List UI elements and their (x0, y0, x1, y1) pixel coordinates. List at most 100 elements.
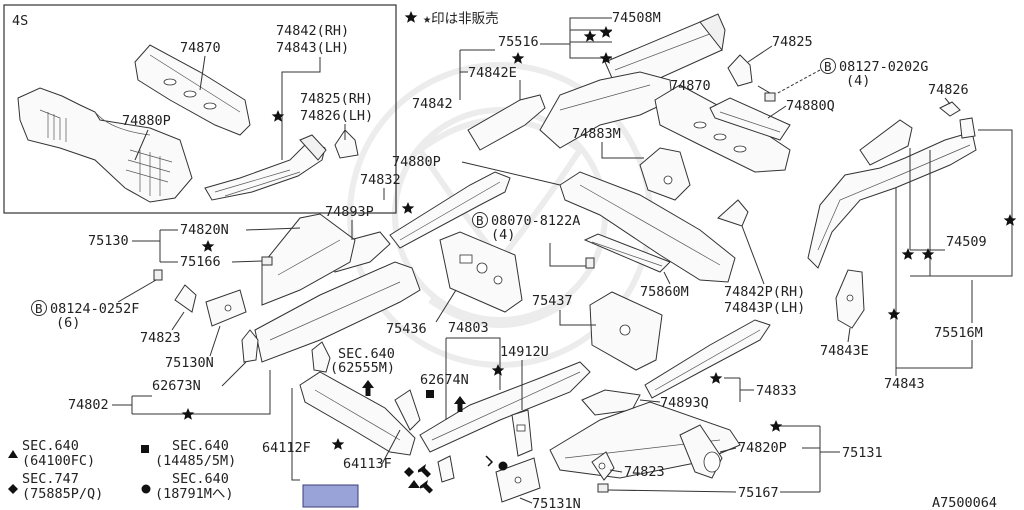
part-74802[interactable] (254, 261, 421, 363)
label-74893Q: 74893Q (660, 395, 709, 411)
part-74820P[interactable] (679, 424, 723, 479)
sec-640-label: SEC.640 (338, 346, 395, 362)
label-75516: 75516 (498, 34, 539, 50)
part-75436[interactable] (439, 231, 523, 313)
label-74825: 74825 (772, 34, 813, 50)
part-74833[interactable] (644, 319, 771, 399)
part-62555M[interactable] (311, 341, 331, 373)
arrow-up-icon (362, 380, 374, 396)
bolt-08124-0252F[interactable] (153, 269, 163, 281)
inset-part-74842[interactable] (204, 134, 327, 201)
label-62673N: 62673N (152, 378, 201, 394)
inset-part-74870[interactable] (134, 44, 251, 136)
part-74823-left[interactable] (174, 284, 197, 313)
legend-4-line2: (18791Mへ) (155, 486, 234, 502)
inset-part-74825[interactable] (334, 129, 359, 159)
bolt-qty-08124: (6) (56, 315, 80, 331)
arrow-down-left-icon (418, 464, 431, 478)
label-74803: 74803 (448, 320, 489, 336)
part-75437[interactable] (589, 291, 663, 371)
legend-1-line1: SEC.640 (22, 438, 79, 454)
label-inset-74843LH: 74843(LH) (276, 40, 349, 56)
bolt-code-08070: 08070-8122A (491, 213, 580, 229)
arrow-down-left-icon (420, 480, 433, 494)
part-75166[interactable] (261, 256, 273, 266)
part-75131N[interactable] (495, 457, 541, 503)
part-64112F[interactable] (299, 371, 416, 456)
label-74843P: 74843P(LH) (724, 300, 805, 316)
part-74509[interactable] (859, 119, 913, 166)
label-74802: 74802 (68, 397, 109, 413)
part-14912U[interactable] (511, 409, 533, 457)
part-74832[interactable] (389, 171, 511, 249)
part-75130N[interactable] (205, 289, 247, 327)
part-74825-main[interactable] (727, 54, 753, 87)
label-74823-left: 74823 (140, 330, 181, 346)
bolt-symbol: B (476, 213, 484, 228)
label-75437: 75437 (532, 293, 573, 309)
label-74843E: 74843E (820, 343, 869, 359)
bolt-qty-08070: (4) (491, 227, 515, 243)
part-74870-main[interactable] (654, 84, 791, 173)
label-74880Q: 74880Q (786, 98, 835, 114)
bolt-callout-08127-0202G[interactable]: B 08127-0202G (4) (775, 58, 928, 95)
part-74843E[interactable] (835, 269, 865, 329)
part-64113F[interactable] (394, 389, 421, 431)
legend-3-line1: SEC.747 (22, 471, 79, 487)
bolt-callout-08124-0252F[interactable]: B 08124-0252F (6) (31, 279, 157, 331)
bolt-qty-08127: (4) (846, 73, 870, 89)
label-74820N: 74820N (180, 222, 229, 238)
bolt-code-08127: 08127-0202G (839, 59, 928, 75)
legend-circle-icon (141, 484, 151, 494)
part-75516M[interactable] (807, 131, 977, 269)
part-74823-right[interactable] (591, 451, 615, 481)
label-74843: 74843 (884, 376, 925, 392)
label-74833: 74833 (756, 383, 797, 399)
bolt-code-08124: 08124-0252F (50, 301, 139, 317)
label-75436: 75436 (386, 321, 427, 337)
label-75860M: 75860M (640, 284, 689, 300)
label-74842E: 74842E (468, 65, 517, 81)
bolt-08127-0202G[interactable] (757, 85, 776, 102)
part-75167[interactable] (597, 483, 609, 493)
label-75131N: 75131N (532, 496, 581, 510)
part-74842P[interactable] (717, 199, 749, 227)
label-75130: 75130 (88, 233, 129, 249)
label-62674N: 62674N (420, 372, 469, 388)
legend-triangle-icon (8, 450, 18, 458)
part-74820N[interactable] (261, 213, 356, 306)
inset-part-74880P[interactable] (17, 87, 193, 203)
note-not-sold: ★印は非販売 (423, 11, 499, 27)
bolt-08070-8122A[interactable] (585, 257, 595, 269)
label-75131: 75131 (842, 445, 883, 461)
label-inset-74842RH: 74842(RH) (276, 23, 349, 39)
legend-3-line2: (75885P/Q) (22, 486, 103, 502)
highlight-box[interactable] (302, 484, 359, 508)
label-14912U: 14912U (500, 344, 549, 360)
part-74803[interactable] (419, 361, 591, 453)
part-74883M[interactable] (639, 147, 691, 201)
bolt-callout-08070-8122A[interactable]: B 08070-8122A (4) (472, 212, 587, 267)
square-marker-icon (426, 390, 434, 398)
arrow-up-icon (454, 396, 466, 412)
part-62674N[interactable] (437, 455, 455, 483)
part-74880Q[interactable] (709, 97, 791, 141)
label-74826: 74826 (928, 82, 969, 98)
label-75516M: 75516M (934, 325, 983, 341)
label-75167: 75167 (738, 485, 779, 501)
label-74842P: 74842P(RH) (724, 284, 805, 300)
part-75860M[interactable] (583, 233, 671, 273)
part-74880P-main[interactable] (559, 171, 736, 283)
label-74893P: 74893P (325, 204, 374, 220)
bolt-symbol: B (35, 301, 43, 316)
part-62673N[interactable] (241, 329, 259, 363)
label-74832: 74832 (360, 172, 401, 188)
legend-1-line2: (64100FC) (22, 453, 95, 469)
label-inset-74825RH: 74825(RH) (300, 91, 373, 107)
part-74893Q[interactable] (581, 389, 641, 416)
label-inset-74870: 74870 (180, 40, 221, 56)
inset-frame (3, 4, 397, 214)
note-star-icon (404, 11, 418, 23)
part-74826-main[interactable] (939, 101, 976, 139)
